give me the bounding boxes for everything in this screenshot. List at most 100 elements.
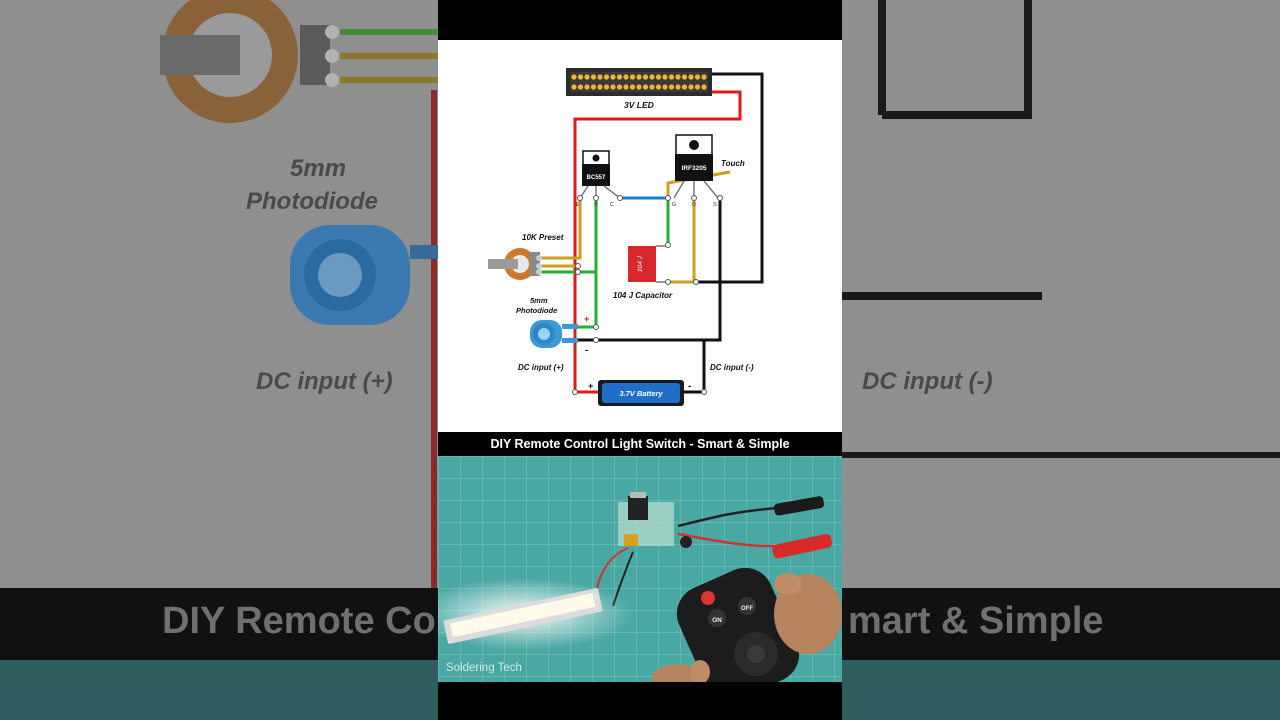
photodiode [530, 320, 578, 348]
led-chip [675, 74, 681, 80]
led-chip [649, 74, 655, 80]
blurred-photodiode-label-1: 5mm [290, 155, 347, 182]
led-chip [694, 74, 701, 80]
led-chip [571, 74, 577, 80]
led-chip [571, 84, 577, 90]
led-chip [577, 84, 584, 90]
led-chip [701, 84, 707, 90]
led-chip [655, 74, 662, 80]
led-chip [590, 84, 597, 90]
blurred-title-left: DIY Remote Co [162, 600, 436, 642]
bc557-transistor [582, 164, 610, 186]
circuit-diagram: 3V LED BC557 IRF3205 Touch E B C G D S 1… [438, 40, 842, 432]
led-chip [642, 84, 649, 90]
led-chip [577, 74, 584, 80]
led-chip [584, 84, 590, 90]
wire-led-to-drain [696, 72, 764, 284]
led-chip [636, 74, 642, 80]
bc557-label: BC557 [587, 175, 606, 181]
remote-on-label: ON [712, 617, 722, 624]
pin-d-label: D [692, 202, 696, 208]
battery [598, 380, 684, 406]
photodiode-minus-sign: - [585, 345, 588, 356]
pin-g-label: G [672, 202, 676, 208]
led-chip [681, 84, 688, 90]
led-chip [623, 84, 629, 90]
led-chip [636, 84, 642, 90]
battery-minus-sign: - [688, 381, 691, 392]
blurred-diagram-right [842, 0, 1280, 588]
led-chip [662, 74, 668, 80]
led-chip [584, 74, 590, 80]
pin-s-label: S [713, 202, 717, 208]
hand [652, 573, 842, 682]
photodiode-plus-sign: + [584, 314, 589, 324]
led-chip [597, 74, 603, 80]
dc-plus-label: DC input (+) [518, 363, 564, 372]
video-content[interactable]: 3V LED BC557 IRF3205 Touch E B C G D S 1… [438, 0, 842, 720]
led-chip [675, 84, 681, 90]
led-chip [681, 74, 688, 80]
led-strip-lit[interactable] [438, 578, 633, 650]
led-chip [655, 84, 662, 90]
irf3205-mosfet [675, 154, 713, 181]
led-chips [571, 74, 707, 90]
photodiode-label-2: Photodiode [516, 306, 557, 315]
capacitor-code: 104 J [637, 255, 644, 272]
led-chip [694, 84, 701, 90]
blurred-background-left: 5mm Photodiode DC input (+) [0, 0, 438, 720]
led-chip [668, 84, 675, 90]
led-chip [688, 74, 694, 80]
blurred-diagram-left [0, 0, 438, 588]
photodiode-label-1: 5mm [530, 296, 548, 305]
touch-label: Touch [721, 159, 745, 168]
blurred-title-right: mart & Simple [848, 600, 1104, 642]
led-chip [668, 74, 675, 80]
wire-emitter-to-preset [538, 198, 582, 260]
capacitor-label: 104 J Capacitor [613, 291, 673, 300]
led-chip [623, 74, 629, 80]
battery-plus-sign: + [588, 381, 593, 391]
capacitor-body [628, 246, 656, 282]
led-chip [610, 74, 616, 80]
circuit-diagram-svg: 3V LED BC557 IRF3205 Touch E B C G D S 1… [488, 68, 764, 406]
pin-e-label: E [576, 202, 580, 208]
pin-b-label: B [594, 202, 598, 208]
dc-minus-label: DC input (-) [710, 363, 754, 372]
led-chip [610, 84, 616, 90]
led-chip [649, 84, 655, 90]
alligator-clip-black [773, 496, 825, 516]
led-chip [662, 84, 668, 90]
led-chip [597, 84, 603, 90]
alligator-clip-red [772, 533, 832, 559]
led-chip [688, 84, 694, 90]
led-chip [701, 74, 707, 80]
led-chip [629, 74, 636, 80]
led-chip [590, 74, 597, 80]
led-chip [603, 74, 610, 80]
channel-watermark: Soldering Tech [446, 662, 522, 674]
wire-drain-to-capacitor [668, 198, 696, 284]
blurred-photodiode-label-2: Photodiode [246, 188, 378, 215]
irf3205-label: IRF3205 [682, 165, 707, 172]
power-button[interactable] [701, 591, 715, 605]
battery-label: 3.7V Battery [619, 389, 663, 398]
blurred-background-right: DC input (-) [842, 0, 1280, 720]
led-label: 3V LED [624, 100, 654, 110]
blurred-dc-plus-label: DC input (+) [256, 368, 393, 395]
workbench-photo: ON OFF [438, 456, 842, 682]
wire-positive-rail [573, 90, 742, 394]
remote-off-label: OFF [741, 606, 753, 612]
pin-c-label: C [610, 202, 614, 208]
wire-negative-rail [684, 338, 720, 394]
blurred-dc-minus-label: DC input (-) [862, 368, 993, 395]
video-title: DIY Remote Control Light Switch - Smart … [438, 432, 842, 456]
led-chip [616, 74, 623, 80]
video-photo: ON OFF Soldering Tech [438, 456, 842, 682]
led-chip [629, 84, 636, 90]
led-chip [616, 84, 623, 90]
circuit-board [618, 492, 692, 548]
led-chip [603, 84, 610, 90]
preset-potentiometer [488, 248, 542, 280]
